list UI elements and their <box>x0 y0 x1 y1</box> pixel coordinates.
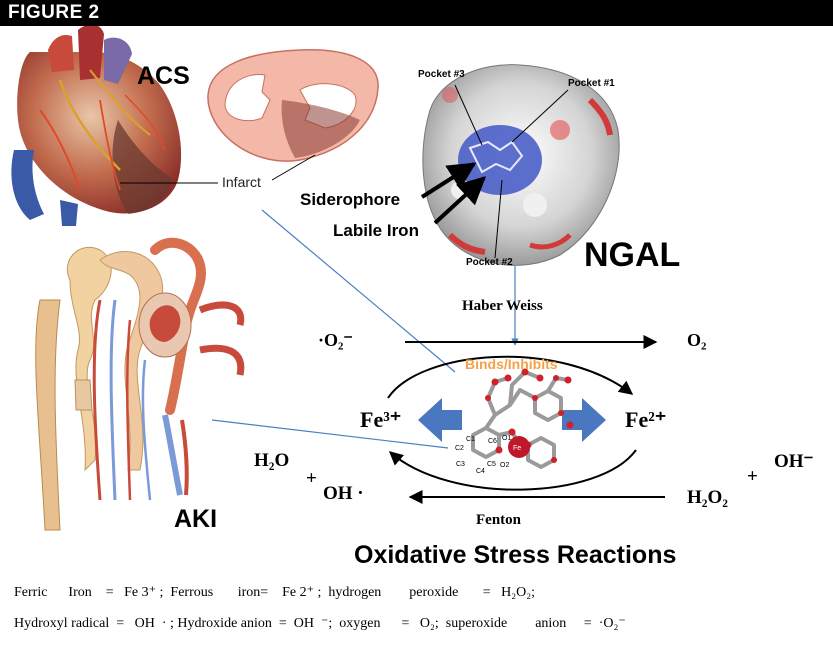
myocardium-cross-section <box>207 49 379 162</box>
atom-label-c2: C2 <box>455 445 464 452</box>
atom-label-c1: C1 <box>466 436 475 443</box>
pocket1-pointer <box>511 89 569 143</box>
siderophore-molecule <box>471 368 574 469</box>
plus-right: + <box>747 466 758 487</box>
superoxide-left: ·O₂⁻ <box>318 330 353 350</box>
legend-line-2: Hydroxyl radical = OH · ; Hydroxide anio… <box>14 616 626 631</box>
labile-iron-arrow <box>433 176 487 225</box>
acs-title: ACS <box>137 62 190 90</box>
pocket1-label: Pocket #1 <box>568 78 615 89</box>
siderophore-label: Siderophore <box>300 190 401 209</box>
atom-label-c6: C6 <box>488 438 497 445</box>
infarct-label: Infarct <box>222 174 261 190</box>
atom-label-o2: O2 <box>500 462 509 469</box>
atom-label-c5: C5 <box>487 461 496 468</box>
ferrous-iron-label: Fe²⁺ <box>625 407 667 432</box>
legend-line-1: Ferric Iron = Fe 3⁺ ; Ferrous iron= Fe 2… <box>14 585 536 600</box>
atom-label-c3: C3 <box>456 461 465 468</box>
reactions-title: Oxidative Stress Reactions <box>354 541 677 569</box>
aki-connector-line <box>211 419 449 449</box>
water-label: H₂O <box>254 450 290 471</box>
hydrogen-peroxide-label: H₂O₂ <box>687 487 728 508</box>
lower-cycle-arc <box>388 449 637 491</box>
hydroxyl-radical-label: OH · <box>323 483 364 504</box>
left-block-arrow <box>418 398 462 442</box>
pocket2-label: Pocket #2 <box>466 257 513 268</box>
figure-header-bar: FIGURE 2 <box>0 0 833 26</box>
fenton-label: Fenton <box>476 512 521 528</box>
labile-iron-label: Labile Iron <box>333 221 419 240</box>
hydroxide-label: OH⁻ <box>774 451 814 472</box>
binds-inhibits-label: Binds/Inhibits <box>465 356 558 372</box>
upper-cycle-arc <box>387 355 634 399</box>
pocket3-pointer <box>454 84 483 146</box>
siderophore-arrow <box>420 162 477 199</box>
figure-label: FIGURE 2 <box>8 2 100 23</box>
atom-label-fe: Fe <box>513 445 521 452</box>
plus-left: + <box>306 468 317 489</box>
pocket2-pointer <box>494 179 503 259</box>
oxygen-right: O₂ <box>687 330 707 350</box>
iron-atom <box>508 436 530 458</box>
heart-illustration <box>11 24 182 226</box>
ngal-title: NGAL <box>584 236 681 274</box>
ferric-iron-label: Fe³⁺ <box>360 407 402 432</box>
atom-label-o1: O1 <box>502 435 511 442</box>
acs-connector-line <box>261 209 456 373</box>
infarct-pointer-section <box>271 154 316 181</box>
right-block-arrow <box>562 398 606 442</box>
pocket3-label: Pocket #3 <box>418 69 465 80</box>
haber-weiss-label: Haber Weiss <box>462 298 543 314</box>
atom-label-c4: C4 <box>476 468 485 475</box>
nephron-illustration <box>35 237 245 531</box>
aki-title: AKI <box>174 505 218 533</box>
